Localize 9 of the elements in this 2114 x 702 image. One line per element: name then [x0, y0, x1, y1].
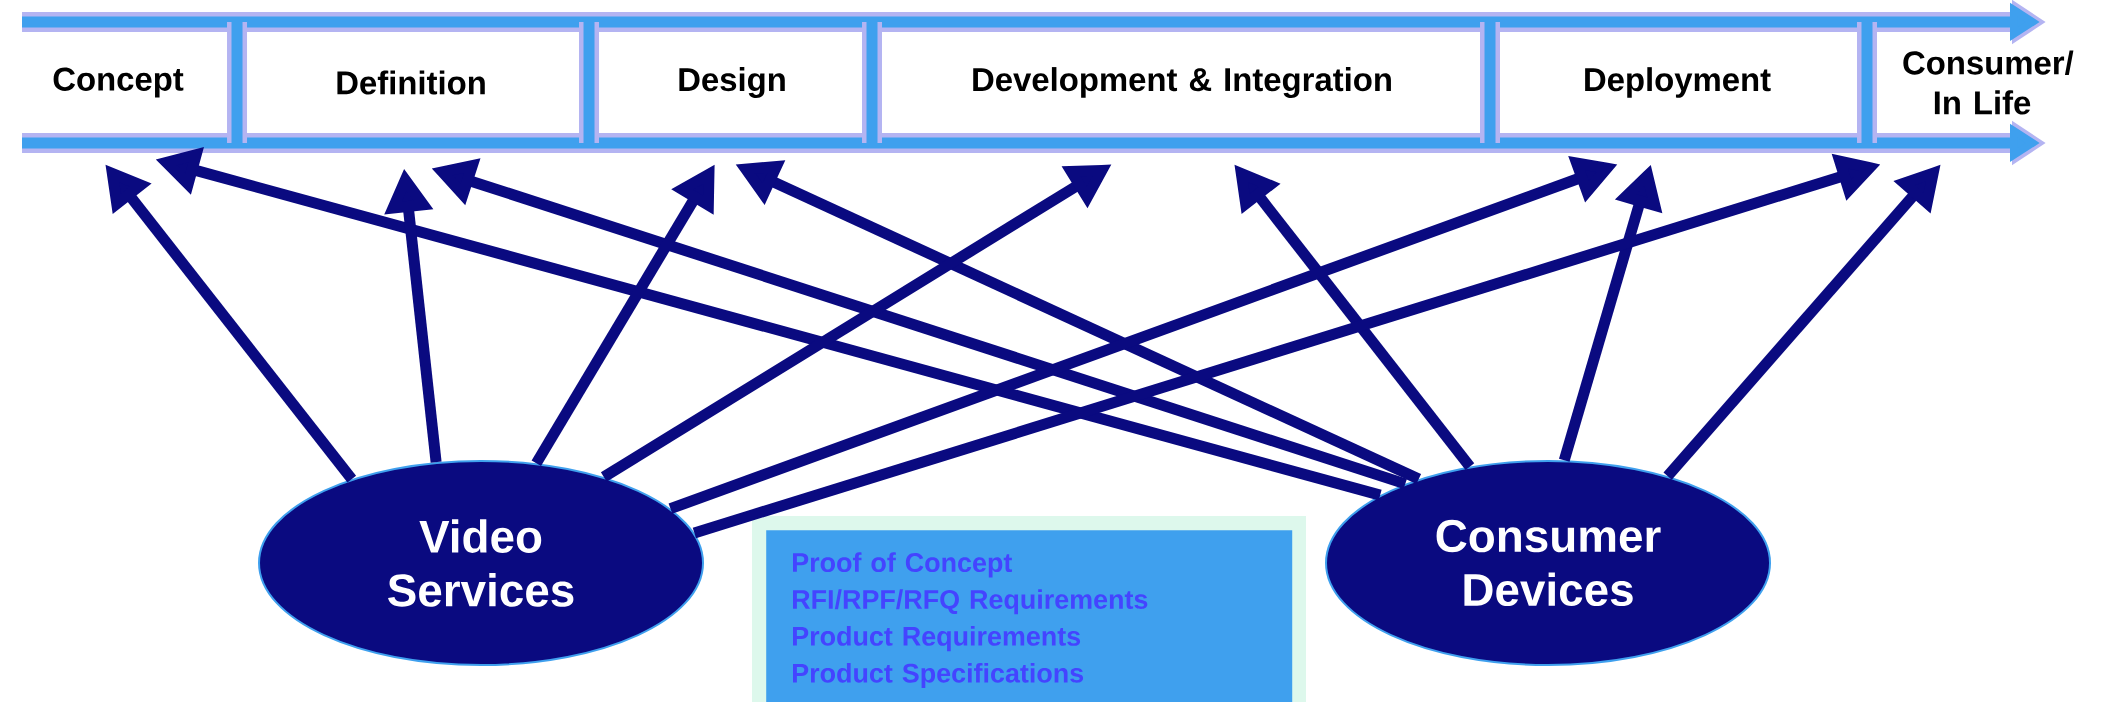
- stage-label: Definition: [337, 70, 485, 95]
- note-box: Proof of Concept RFI/RPF/RFQ Requirements Product Requirements Product Specifications: [752, 516, 1306, 702]
- ellipse-node: Video Services: [258, 460, 704, 666]
- stage-label: Deployment: [1585, 67, 1771, 98]
- stage-label: Consumer/ In Life: [1903, 50, 2074, 115]
- stage-label: Development & Integration: [973, 67, 1391, 98]
- stage-label: Design: [679, 67, 785, 98]
- stage-label: Concept: [53, 67, 184, 98]
- ellipse-node: Consumer Devices: [1325, 460, 1771, 666]
